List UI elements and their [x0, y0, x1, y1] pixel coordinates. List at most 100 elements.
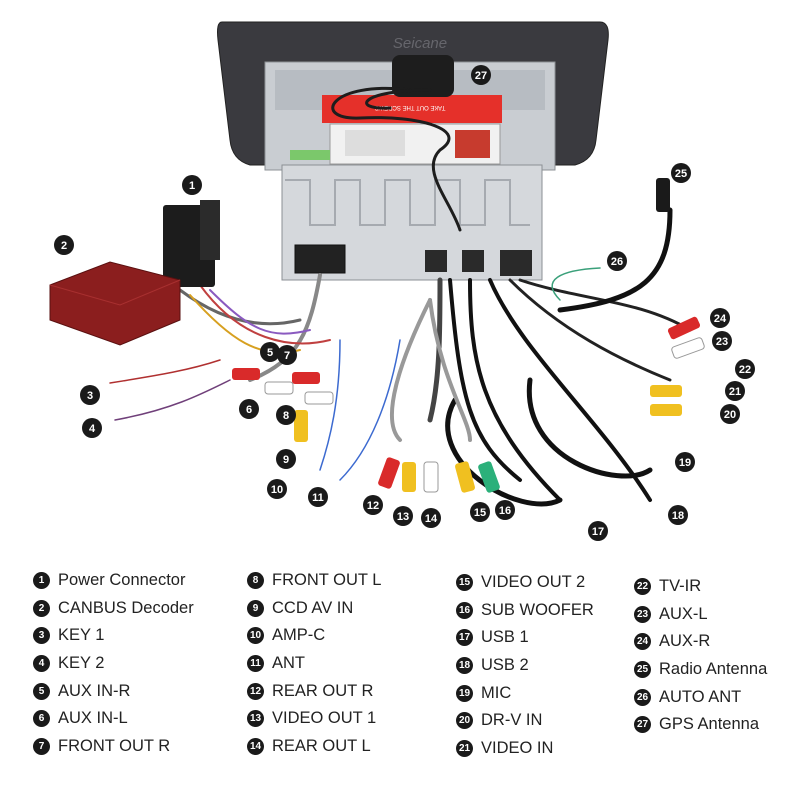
legend-label: REAR OUT R — [272, 681, 374, 700]
legend-label: TV-IR — [659, 577, 702, 596]
legend-number-badge: 26 — [634, 688, 651, 706]
callout-number: 23 — [716, 336, 728, 348]
legend-item: 8 FRONT OUT L — [247, 567, 381, 595]
legend-number-badge: 22 — [634, 578, 651, 596]
callout-number: 18 — [672, 510, 684, 522]
legend-label: GPS Antenna — [659, 715, 759, 734]
legend-label: VIDEO OUT 2 — [481, 573, 586, 592]
callout-number: 6 — [246, 404, 252, 416]
legend-label: MIC — [481, 683, 512, 702]
callout-number: 12 — [367, 500, 379, 512]
legend-label: AUX-R — [659, 632, 711, 651]
callout-marker: 26 — [607, 251, 627, 271]
legend-item: 3 KEY 1 — [33, 622, 194, 650]
legend-number-badge: 25 — [634, 661, 651, 679]
legend-number-badge: 23 — [634, 605, 651, 623]
legend-number-badge: 12 — [247, 682, 264, 700]
callout-number: 19 — [679, 457, 691, 469]
callout-marker: 5 — [260, 342, 280, 362]
legend-number-badge: 4 — [33, 655, 50, 673]
callout-number: 14 — [425, 513, 438, 525]
legend-item: 22 TV-IR — [634, 573, 767, 601]
legend-item: 24 AUX-R — [634, 628, 767, 656]
callout-marker: 20 — [720, 404, 740, 424]
legend-label: DR-V IN — [481, 711, 543, 730]
callout-marker: 16 — [495, 500, 515, 520]
callout-marker: 10 — [267, 479, 287, 499]
callout-number: 27 — [475, 70, 487, 82]
callout-number: 20 — [724, 409, 736, 421]
callout-number: 15 — [474, 507, 486, 519]
callout-number: 9 — [283, 454, 289, 466]
callout-marker: 23 — [712, 331, 732, 351]
legend-item: 12 REAR OUT R — [247, 677, 381, 705]
callout-marker: 17 — [588, 521, 608, 541]
rca-plugs — [232, 178, 705, 493]
legend-number-badge: 13 — [247, 710, 264, 728]
callout-marker: 21 — [725, 381, 745, 401]
callout-marker: 19 — [675, 452, 695, 472]
legend-item: 16 SUB WOOFER — [456, 597, 594, 625]
callout-number: 3 — [87, 390, 93, 402]
legend-label: REAR OUT L — [272, 736, 371, 755]
legend-label: AUX IN-L — [58, 709, 128, 728]
legend-number-badge: 3 — [33, 627, 50, 645]
legend-label: SUB WOOFER — [481, 600, 594, 619]
callout-number: 17 — [592, 526, 604, 538]
callout-number: 4 — [89, 423, 96, 435]
legend-label: CANBUS Decoder — [58, 598, 194, 617]
callout-number: 16 — [499, 505, 511, 517]
callout-number: 11 — [312, 492, 324, 504]
legend-item: 26 AUTO ANT — [634, 683, 767, 711]
callout-marker: 12 — [363, 495, 383, 515]
callout-number: 25 — [675, 168, 687, 180]
legend-label: USB 1 — [481, 628, 529, 647]
legend-item: 13 VIDEO OUT 1 — [247, 705, 381, 733]
legend-number-badge: 24 — [634, 633, 651, 651]
cables — [109, 87, 692, 507]
callout-marker: 14 — [421, 508, 441, 528]
callout-marker: 1 — [182, 175, 202, 195]
legend-label: VIDEO IN — [481, 738, 554, 757]
legend-number-badge: 17 — [456, 629, 473, 647]
legend-number-badge: 18 — [456, 657, 473, 675]
callout-marker: 9 — [276, 449, 296, 469]
legend-label: AUTO ANT — [659, 687, 742, 706]
legend-label: VIDEO OUT 1 — [272, 709, 377, 728]
callout-number: 5 — [267, 347, 273, 359]
legend-item: 6 AUX IN-L — [33, 705, 194, 733]
callout-marker: 11 — [308, 487, 328, 507]
callout-marker: 13 — [393, 506, 413, 526]
canbus-decoder — [49, 261, 181, 346]
callout-marker: 2 — [54, 235, 74, 255]
power-connector — [163, 200, 220, 287]
callout-marker: 24 — [710, 308, 730, 328]
legend-number-badge: 8 — [247, 572, 264, 590]
legend-number-badge: 20 — [456, 712, 473, 730]
legend-label: Power Connector — [58, 571, 186, 590]
callout-marker: 15 — [470, 502, 490, 522]
legend-number-badge: 16 — [456, 601, 473, 619]
legend-number-badge: 6 — [33, 710, 50, 728]
legend-number-badge: 27 — [634, 716, 651, 734]
legend-label: AUX IN-R — [58, 681, 131, 700]
legend-label: KEY 1 — [58, 626, 105, 645]
legend-label: FRONT OUT L — [272, 571, 382, 590]
legend-number-badge: 7 — [33, 737, 50, 755]
callout-number: 7 — [284, 350, 290, 362]
legend-label: ANT — [272, 654, 305, 673]
